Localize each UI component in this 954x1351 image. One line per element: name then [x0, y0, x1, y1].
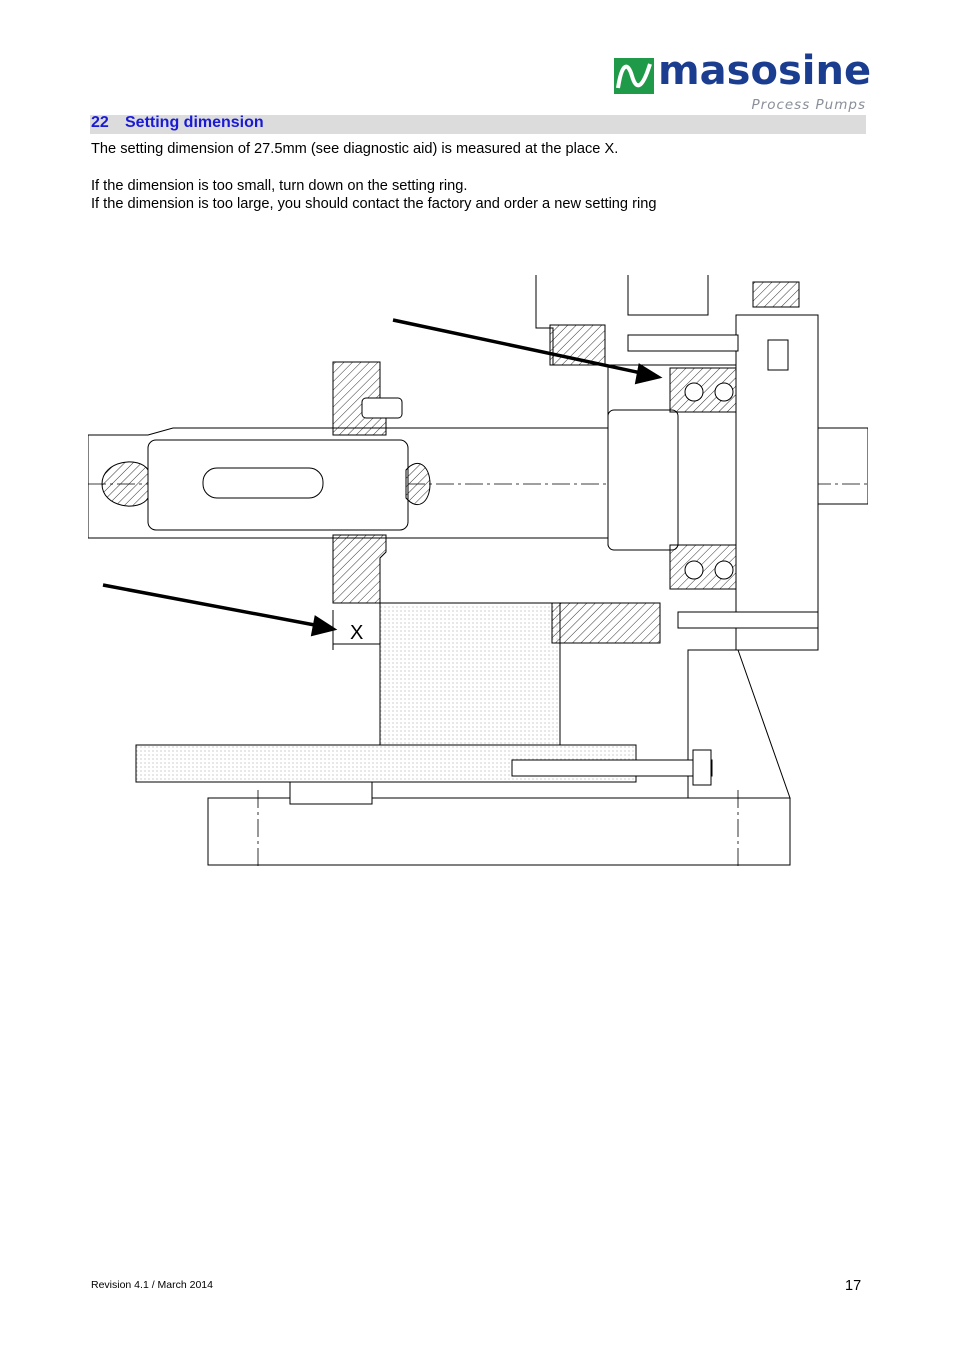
right-housing	[735, 314, 819, 651]
base-block	[289, 781, 373, 805]
dimension-x	[332, 610, 381, 650]
coupling-pin	[202, 467, 324, 499]
masosine-logo-mark-icon	[614, 58, 654, 94]
base-bolt	[511, 759, 713, 777]
setting-ring-lower	[332, 534, 387, 604]
paragraph-too-large: If the dimension is too large, you shoul…	[91, 196, 657, 212]
logo-wordmark: masosine	[658, 48, 872, 94]
logo-tagline: Process Pumps	[751, 97, 866, 113]
section-heading: 22 Setting dimension	[91, 114, 264, 132]
masosine-logo: masosine Process Pumps	[614, 48, 871, 114]
dimension-label-x: X	[350, 622, 363, 644]
section-number: 22	[91, 114, 109, 131]
pointer-arrows	[102, 318, 663, 637]
footer-revision: Revision 4.1 / March 2014	[91, 1279, 213, 1291]
right-support	[687, 649, 791, 799]
grease-nipple	[752, 281, 800, 308]
lower-bolt	[677, 611, 819, 629]
paragraph-too-small: If the dimension is too small, turn down…	[91, 178, 468, 194]
arrow-lower	[102, 583, 321, 628]
bearing-cap-left	[607, 409, 679, 551]
bearing-upper	[669, 367, 743, 413]
housing-hatch-lower	[551, 602, 661, 644]
support-bracket	[379, 602, 561, 746]
heading-background	[90, 115, 866, 134]
pump-assembly-drawing: X	[88, 275, 868, 868]
upper-bolt	[627, 334, 739, 352]
housing-hatch-upper	[549, 324, 606, 366]
paragraph-setting-dimension: The setting dimension of 27.5mm (see dia…	[91, 141, 619, 157]
section-title: Setting dimension	[125, 114, 264, 131]
arrow-upper	[392, 318, 647, 376]
base-bolt-head	[692, 749, 712, 786]
set-screw	[361, 397, 403, 419]
base-plate	[207, 797, 791, 866]
page-number: 17	[845, 1278, 862, 1294]
